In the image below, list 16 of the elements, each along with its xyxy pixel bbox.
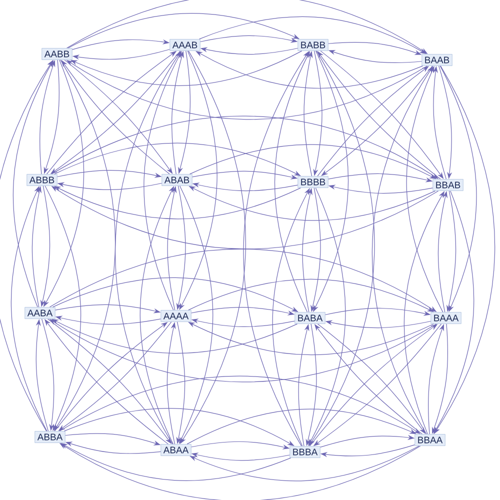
state-box: BBBA — [290, 446, 320, 458]
state-box: AAAB — [170, 39, 200, 51]
state-box: BABB — [298, 39, 328, 51]
state-box: ABBB — [26, 174, 58, 186]
state-box: AABB — [42, 48, 72, 60]
state-box: BAAA — [430, 312, 462, 324]
state-box: BAAB — [422, 54, 452, 66]
state-box: AABA — [24, 307, 56, 319]
state-box: ABAB — [162, 174, 192, 186]
state-box: BBAA — [414, 434, 446, 446]
state-box: ABAA — [160, 444, 192, 456]
state-box: BABA — [294, 312, 326, 324]
state-box: AAAA — [160, 310, 192, 322]
state-box: BBBB — [298, 176, 328, 188]
state-box: BBAB — [432, 179, 464, 191]
state-box: ABBA — [34, 431, 66, 443]
